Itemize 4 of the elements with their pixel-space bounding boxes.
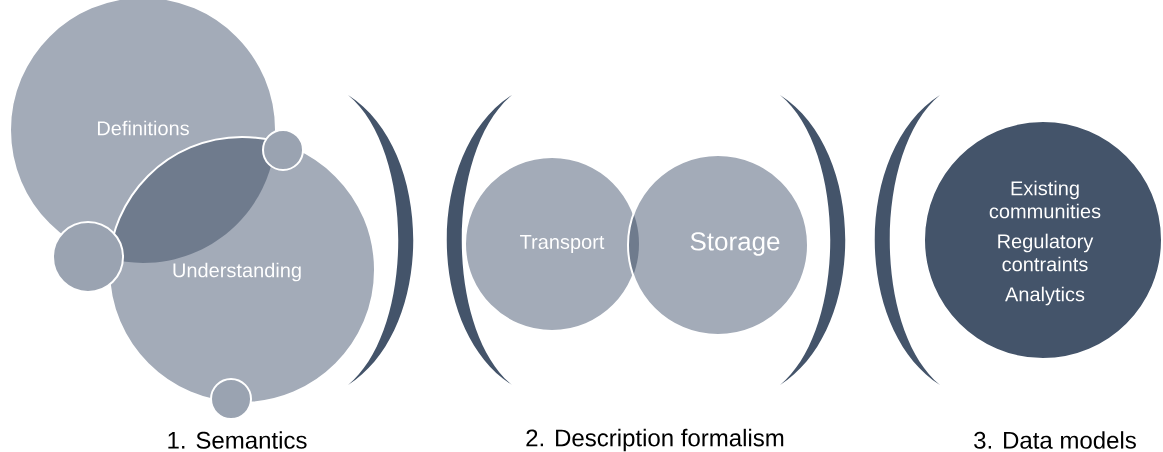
section-label: 1. Semantics xyxy=(168,431,307,449)
circle xyxy=(210,378,252,420)
section-label: 3. Data models xyxy=(974,431,1136,449)
section-label: 2. Description formalism xyxy=(526,428,784,452)
